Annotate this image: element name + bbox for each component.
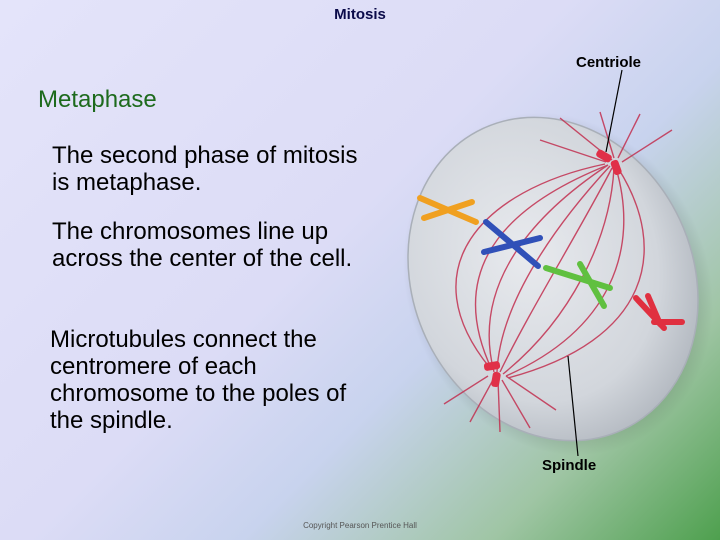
slide-title: Mitosis [334,6,386,23]
chromosome-arm [481,235,543,255]
astral-ray [621,129,673,163]
astral-ray [599,111,615,159]
description-paragraph: The chromosomes line up across the cente… [52,218,353,272]
centriole-icon [610,159,622,176]
description-paragraph: The second phase of mitosis is metaphase… [52,142,358,196]
copyright-notice: Copyright Pearson Prentice Hall [303,521,417,530]
chromosome-arm [577,261,607,309]
astral-ray [501,379,531,429]
spindle-leader-line [567,355,579,457]
chromosome-red [633,293,685,331]
chromosome-orange [417,195,479,225]
spindle-fiber-icon [507,167,645,379]
centriole-top [596,149,622,176]
phase-heading: Metaphase [38,86,157,113]
chromosome-icon [543,265,613,291]
chromosome-green [543,261,613,309]
astral-ray [505,375,557,411]
astral-ray [539,139,607,163]
spindle-label: Spindle [542,457,597,474]
chromosome-arm [421,199,475,221]
centriole-icon [483,361,501,371]
spindle-fiber-icon [474,164,609,371]
astral-ray [443,375,489,405]
description-paragraph: Microtubules connect the centromere of e… [50,326,347,434]
cell-icon [407,116,699,442]
astral-ray [469,377,495,423]
centriole-icon [491,371,501,388]
astral-ray [497,379,501,433]
spindle-fiber-icon [455,163,606,369]
centriole-bottom [483,361,501,388]
chromosome-blue [481,219,543,269]
centriole-leader-line [605,69,623,153]
centriole-icon [596,149,612,163]
astral-ray [617,113,641,159]
centriole-label: Centriole [576,54,642,71]
